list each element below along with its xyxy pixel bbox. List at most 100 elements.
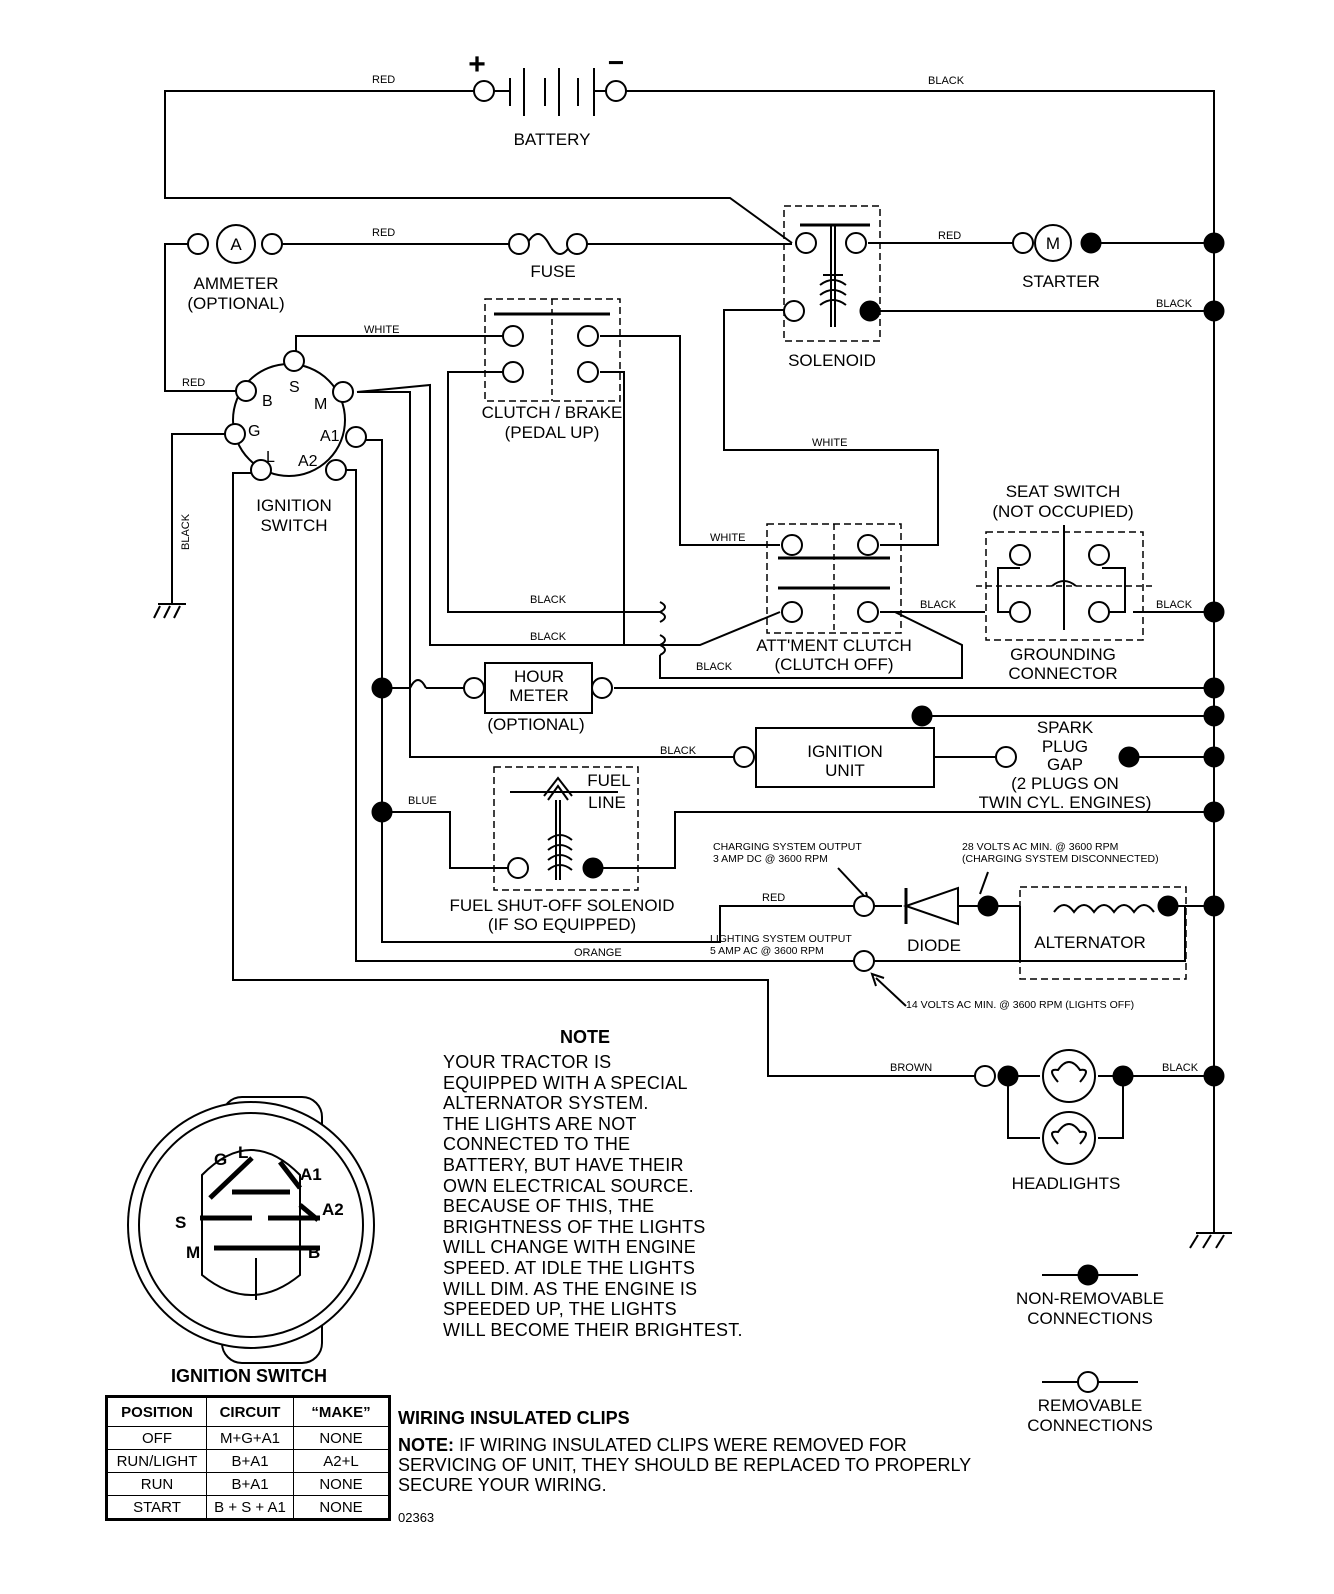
cell-circuit: B+A1	[206, 1449, 294, 1473]
wire-black-3: BLACK	[530, 594, 567, 606]
alternator-box	[1019, 886, 1187, 980]
att-clutch-label: ATT'MENT CLUTCH	[756, 636, 912, 655]
note-line: ALTERNATOR SYSTEM.	[443, 1093, 649, 1114]
note-line: THE LIGHTS ARE NOT	[443, 1113, 637, 1134]
battery-minus: −	[608, 47, 624, 78]
cell-position: OFF	[106, 1426, 207, 1450]
note-line: SPEED. AT IDLE THE LIGHTS	[443, 1257, 696, 1278]
wire-white-2: WHITE	[812, 437, 847, 449]
grounding-connector-label-2: CONNECTOR	[1008, 664, 1117, 683]
spark-plug-label-2: PLUG	[1042, 737, 1088, 756]
cell-make: A2+L	[293, 1449, 390, 1473]
wire-battery-black	[625, 90, 1215, 1233]
ignition-switch-label-2: SWITCH	[260, 516, 327, 535]
att-clutch-sub: (CLUTCH OFF)	[775, 655, 894, 674]
wire-black-6: BLACK	[530, 631, 567, 643]
solenoid-box	[783, 205, 881, 342]
legend-non-removable-2: CONNECTIONS	[1027, 1309, 1153, 1328]
spark-plug-label-3: GAP	[1047, 755, 1083, 774]
seat-switch-sub: (NOT OCCUPIED)	[992, 502, 1133, 521]
starter-symbol: M	[1046, 234, 1060, 253]
cell-make: NONE	[293, 1495, 390, 1520]
clips-note-label: NOTE:	[398, 1435, 454, 1455]
battery-plus: +	[468, 48, 486, 81]
face-pin-a2: A2	[322, 1200, 344, 1219]
legend-non-removable: NON-REMOVABLE	[1016, 1289, 1164, 1308]
seat-switch-label: SEAT SWITCH	[1006, 482, 1121, 501]
clutch-brake-label: CLUTCH / BRAKE	[482, 403, 623, 422]
wire-white-3: WHITE	[710, 532, 745, 544]
header-position: POSITION	[106, 1396, 207, 1427]
ignition-switch-face	[127, 1096, 375, 1364]
wire-blue: BLUE	[408, 795, 437, 807]
cell-make: NONE	[293, 1472, 390, 1496]
note-line: WILL BECOME THEIR BRIGHTEST.	[443, 1319, 743, 1340]
note-title: NOTE	[560, 1027, 610, 1047]
ignition-switch-label: IGNITION	[256, 496, 332, 515]
note-line: WILL CHANGE WITH ENGINE	[443, 1237, 696, 1258]
ammeter-label: AMMETER	[194, 274, 279, 293]
note-line: CONNECTED TO THE	[443, 1134, 631, 1155]
wire-black-4: BLACK	[920, 599, 957, 611]
doc-id: 02363	[398, 1510, 435, 1525]
alternator-label: ALTERNATOR	[1034, 933, 1145, 952]
spark-plug-label: SPARK	[1037, 718, 1094, 737]
cell-position: RUN/LIGHT	[106, 1449, 207, 1473]
hour-meter-optional: (OPTIONAL)	[487, 715, 584, 734]
lighting-output-label: LIGHTING SYSTEM OUTPUT	[710, 933, 852, 945]
face-pin-a1: A1	[300, 1165, 322, 1184]
ignition-unit-label-2: UNIT	[825, 761, 865, 780]
fuse-label: FUSE	[530, 262, 575, 281]
battery-label: BATTERY	[514, 130, 591, 149]
fuel-solenoid-sub: (IF SO EQUIPPED)	[488, 915, 636, 934]
pin-g: G	[248, 423, 260, 440]
legend-removable-2: CONNECTIONS	[1027, 1416, 1153, 1435]
ammeter-symbol: A	[230, 235, 242, 254]
note-line: EQUIPPED WITH A SPECIAL	[443, 1072, 688, 1093]
ammeter-optional: (OPTIONAL)	[187, 294, 284, 313]
face-pin-m: M	[186, 1243, 200, 1262]
fuel-line-label-2: LINE	[588, 793, 626, 812]
grounding-connector-label: GROUNDING	[1010, 645, 1116, 664]
wire-red-4: RED	[182, 377, 205, 389]
wire-ammeter-red	[164, 243, 238, 392]
headlights-label: HEADLIGHTS	[1012, 1174, 1121, 1193]
fuel-solenoid-label: FUEL SHUT-OFF SOLENOID	[449, 896, 674, 915]
clutch-brake-sub: (PEDAL UP)	[505, 423, 600, 442]
lighting-volts-label: 14 VOLTS AC MIN. @ 3600 RPM (LIGHTS OFF)	[906, 999, 1134, 1011]
wire-red-5: RED	[762, 892, 785, 904]
note-line: SPEEDED UP, THE LIGHTS	[443, 1299, 677, 1320]
wire-black-8: BLACK	[660, 745, 697, 757]
wire-black-1: BLACK	[928, 75, 965, 87]
fuel-line-label: FUEL	[587, 771, 630, 790]
note-line: BECAUSE OF THIS, THE	[443, 1196, 655, 1217]
face-pin-g: G	[214, 1150, 227, 1169]
wire-red-1: RED	[372, 74, 395, 86]
header-circuit: CIRCUIT	[206, 1396, 294, 1427]
diode-label: DIODE	[907, 936, 961, 955]
charging-output-label: CHARGING SYSTEM OUTPUT	[713, 841, 862, 853]
starter-label: STARTER	[1022, 272, 1100, 291]
charging-volts-sub: (CHARGING SYSTEM DISCONNECTED)	[962, 853, 1159, 865]
pin-m: M	[314, 396, 327, 413]
wire-red-2: RED	[372, 227, 395, 239]
cell-position: RUN	[106, 1472, 207, 1496]
note-line: WILL DIM. AS THE ENGINE IS	[443, 1278, 698, 1299]
face-pin-s: S	[175, 1213, 186, 1232]
charging-output-value: 3 AMP DC @ 3600 RPM	[713, 853, 828, 865]
hour-meter-label: HOUR	[514, 667, 564, 686]
legend-removable: REMOVABLE	[1038, 1396, 1143, 1415]
face-pin-b: B	[308, 1243, 320, 1262]
face-pin-l: L	[238, 1143, 248, 1162]
hour-meter-label-2: METER	[509, 686, 569, 705]
solenoid-label: SOLENOID	[788, 351, 876, 370]
spark-plug-label-5: TWIN CYL. ENGINES)	[979, 793, 1152, 812]
clips-note-text: IF WIRING INSULATED CLIPS WERE REMOVED F…	[398, 1435, 971, 1495]
